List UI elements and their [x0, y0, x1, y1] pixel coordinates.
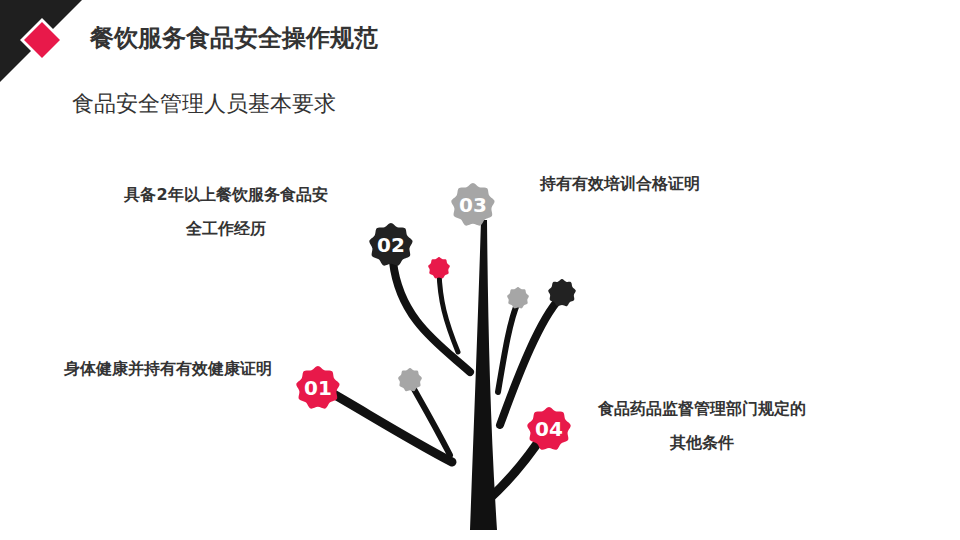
- blob-outline: [369, 223, 412, 266]
- blob-outline: [451, 183, 494, 226]
- requirement-text: 持有有效培训合格证明: [540, 168, 740, 200]
- requirement-text: 具备2年以上餐饮服务食品安全工作经历: [120, 178, 332, 246]
- number-blob: 02: [369, 223, 413, 267]
- corner-triangle: [0, 0, 82, 82]
- plain-blobs: [398, 257, 576, 391]
- callout-number: 01: [304, 378, 332, 398]
- red-diamond: [24, 22, 60, 58]
- plain-blob: [507, 287, 529, 308]
- slide-title: 餐饮服务食品安全操作规范: [90, 22, 378, 54]
- callout-number: 04: [535, 419, 563, 439]
- diamond-gap: [20, 18, 64, 62]
- requirement-text: 食品药品监督管理部门规定的其他条件: [596, 392, 808, 460]
- number-blob: 03: [451, 183, 495, 227]
- callout-number: 02: [377, 235, 405, 255]
- plain-blob: [548, 279, 576, 306]
- plain-blob: [398, 368, 422, 391]
- plain-blob: [428, 257, 450, 278]
- tree-branches: [330, 262, 560, 500]
- blob-outline: [527, 407, 570, 450]
- tree-trunk: [470, 220, 497, 530]
- number-blob: 01: [296, 366, 340, 410]
- number-blob: 04: [527, 407, 571, 451]
- blob-outline: [296, 366, 339, 409]
- callout-number: 03: [459, 195, 487, 215]
- requirement-text: 身体健康并持有有效健康证明: [62, 352, 274, 386]
- subtitle: 食品安全管理人员基本要求: [72, 88, 472, 120]
